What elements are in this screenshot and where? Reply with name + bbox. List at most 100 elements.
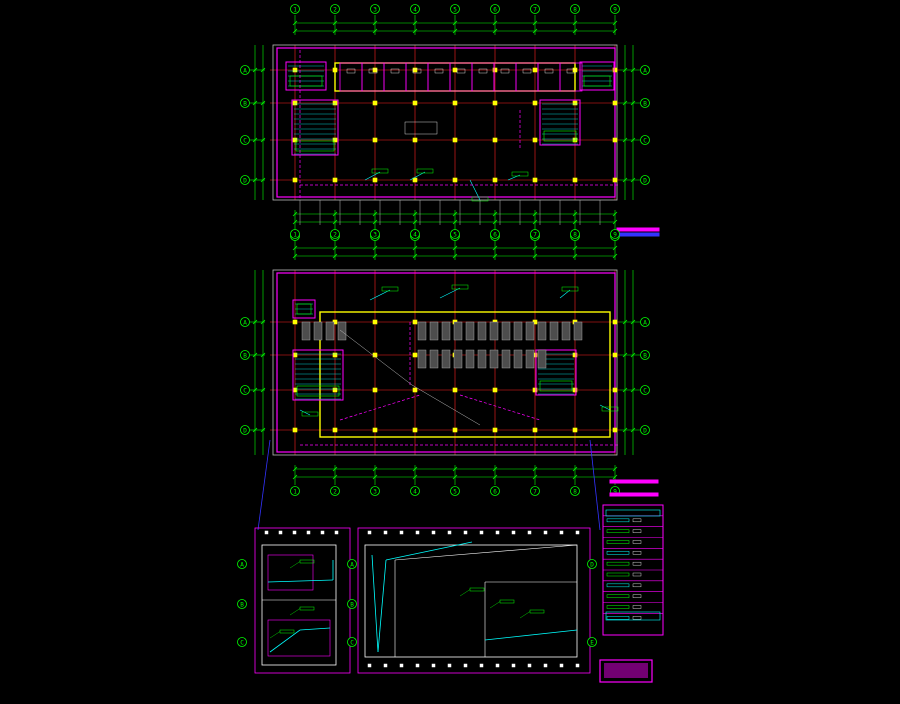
structural-column bbox=[532, 427, 538, 433]
dimension-tick bbox=[622, 100, 628, 106]
dimension-tick bbox=[622, 67, 628, 73]
structural-column bbox=[492, 67, 498, 73]
structural-column bbox=[372, 177, 378, 183]
grid-col-top-8-label: 8 bbox=[573, 6, 577, 13]
structural-column bbox=[612, 137, 618, 143]
pipe-run bbox=[339, 394, 421, 421]
detail-annotation-leader bbox=[459, 589, 471, 597]
dimension-tick bbox=[572, 219, 578, 225]
grid-col-top-8-bubble bbox=[570, 229, 580, 239]
detail-grid-0-bubble bbox=[237, 559, 247, 569]
structural-column bbox=[412, 352, 418, 358]
detail-grid-6-bubble bbox=[587, 559, 597, 569]
annotation-leader bbox=[364, 171, 381, 181]
legend-header bbox=[605, 509, 661, 517]
grid-col-top-4-label: 4 bbox=[413, 6, 417, 13]
dimension-tick bbox=[532, 211, 538, 217]
parking-bay bbox=[441, 321, 451, 341]
detail-grid-5-label: C bbox=[350, 639, 354, 646]
detail-grid-2-bubble bbox=[237, 637, 247, 647]
grid-col-top-4-label: 4 bbox=[413, 231, 417, 238]
drain-slope bbox=[385, 541, 473, 561]
structural-column bbox=[452, 387, 458, 393]
dimension-tick bbox=[630, 177, 636, 183]
annotation-leader bbox=[299, 409, 311, 416]
dimension-tick bbox=[612, 474, 618, 480]
detail-dim-mark bbox=[431, 663, 436, 668]
dimension-tick bbox=[292, 245, 298, 251]
parking-bay bbox=[429, 321, 439, 341]
grid-row-left-C-bubble bbox=[240, 135, 250, 145]
room-tag bbox=[434, 68, 444, 74]
detail-dim-mark bbox=[415, 663, 420, 668]
detail-dim-mark bbox=[495, 663, 500, 668]
legend-swatch bbox=[606, 583, 630, 588]
structural-column bbox=[572, 177, 578, 183]
room-tag bbox=[566, 68, 576, 74]
detail-grid-0-label: A bbox=[240, 561, 244, 568]
ramp-diagonal bbox=[411, 384, 481, 426]
dimension-tick bbox=[452, 20, 458, 26]
legend-symbol bbox=[632, 572, 642, 577]
title-block[interactable] bbox=[599, 659, 653, 683]
dimension-tick bbox=[260, 100, 266, 106]
legend-symbol bbox=[632, 583, 642, 588]
annotation-box bbox=[561, 286, 579, 292]
dimension-tick bbox=[292, 466, 298, 472]
detail-dim-mark bbox=[278, 530, 283, 535]
core-room bbox=[289, 75, 323, 87]
structural-column bbox=[412, 387, 418, 393]
drain-slope bbox=[299, 627, 331, 631]
dimension-tick bbox=[260, 387, 266, 393]
grid-col-bottom-2-label: 2 bbox=[333, 488, 337, 495]
stair-core bbox=[292, 299, 316, 319]
dimension-tick bbox=[260, 137, 266, 143]
dimension-tick bbox=[372, 211, 378, 217]
legend-symbol bbox=[632, 616, 642, 620]
dimension-tick bbox=[372, 253, 378, 259]
dimension-tick bbox=[332, 466, 338, 472]
grid-col-top-2-label: 2 bbox=[333, 231, 337, 238]
dimension-tick bbox=[252, 427, 258, 433]
dimension-tick bbox=[372, 219, 378, 225]
legend-table[interactable] bbox=[602, 504, 664, 636]
structural-column bbox=[612, 387, 618, 393]
grid-col-top-1-label: 1 bbox=[293, 231, 297, 238]
parking-bay bbox=[453, 349, 463, 369]
dimension-tick bbox=[412, 28, 418, 34]
drain-slope bbox=[377, 559, 387, 653]
grid-col-bottom-4-label: 4 bbox=[413, 488, 417, 495]
annotation-leader bbox=[469, 179, 481, 201]
structural-column bbox=[332, 67, 338, 73]
dimension-tick bbox=[260, 319, 266, 325]
structural-column bbox=[572, 137, 578, 143]
dimension-tick bbox=[452, 466, 458, 472]
detail-sub-room bbox=[267, 554, 314, 591]
grid-row-right-B-label: B bbox=[643, 100, 647, 107]
structural-column bbox=[372, 137, 378, 143]
detail-reference-line bbox=[257, 439, 271, 531]
structural-column bbox=[492, 387, 498, 393]
grid-col-bottom-6-bubble bbox=[490, 486, 500, 496]
legend-symbol bbox=[632, 551, 642, 555]
detail-dim-mark bbox=[527, 663, 532, 668]
detail-grid-5-bubble bbox=[347, 637, 357, 647]
ramp-diagonal bbox=[339, 329, 413, 386]
structural-column bbox=[532, 387, 538, 393]
structural-column bbox=[372, 100, 378, 106]
annotation-leader bbox=[559, 289, 571, 299]
dimension-tick bbox=[532, 474, 538, 480]
drain-slope bbox=[484, 629, 578, 641]
dimension-tick bbox=[372, 245, 378, 251]
annotation-leader bbox=[409, 171, 426, 181]
view-title-underline bbox=[616, 232, 660, 237]
dimension-tick bbox=[412, 466, 418, 472]
detail-partition bbox=[394, 544, 578, 561]
structural-column bbox=[572, 100, 578, 106]
structural-column bbox=[612, 177, 618, 183]
